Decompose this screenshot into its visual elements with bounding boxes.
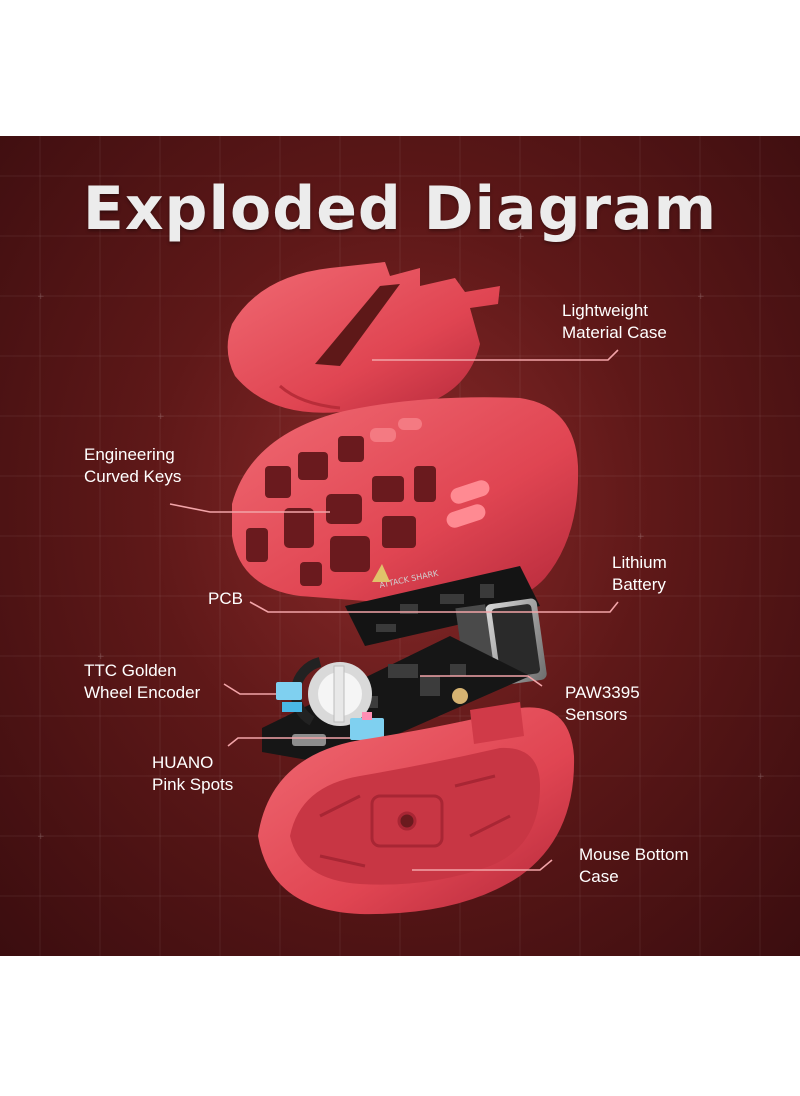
svg-text:+: + [517,232,525,242]
leader-lines [169,349,619,871]
main-board-part [262,636,530,764]
svg-text:+: + [697,292,705,302]
svg-text:+: + [37,832,45,842]
svg-text:+: + [757,772,765,782]
top-case-part [227,262,501,413]
skeleton-shell-part [232,397,579,609]
bottom-case-part [258,702,575,915]
svg-text:+: + [97,652,105,662]
mouse-exploded-art: ATTACK SHARK [169,262,619,915]
diagram-panel: + + + + + + + + Exploded Diagram [0,136,800,956]
svg-text:+: + [157,412,165,422]
svg-text:+: + [37,292,45,302]
svg-text:+: + [637,532,645,542]
diagram-title: Exploded Diagram [82,174,718,244]
label-pcb: PCB [208,589,243,608]
